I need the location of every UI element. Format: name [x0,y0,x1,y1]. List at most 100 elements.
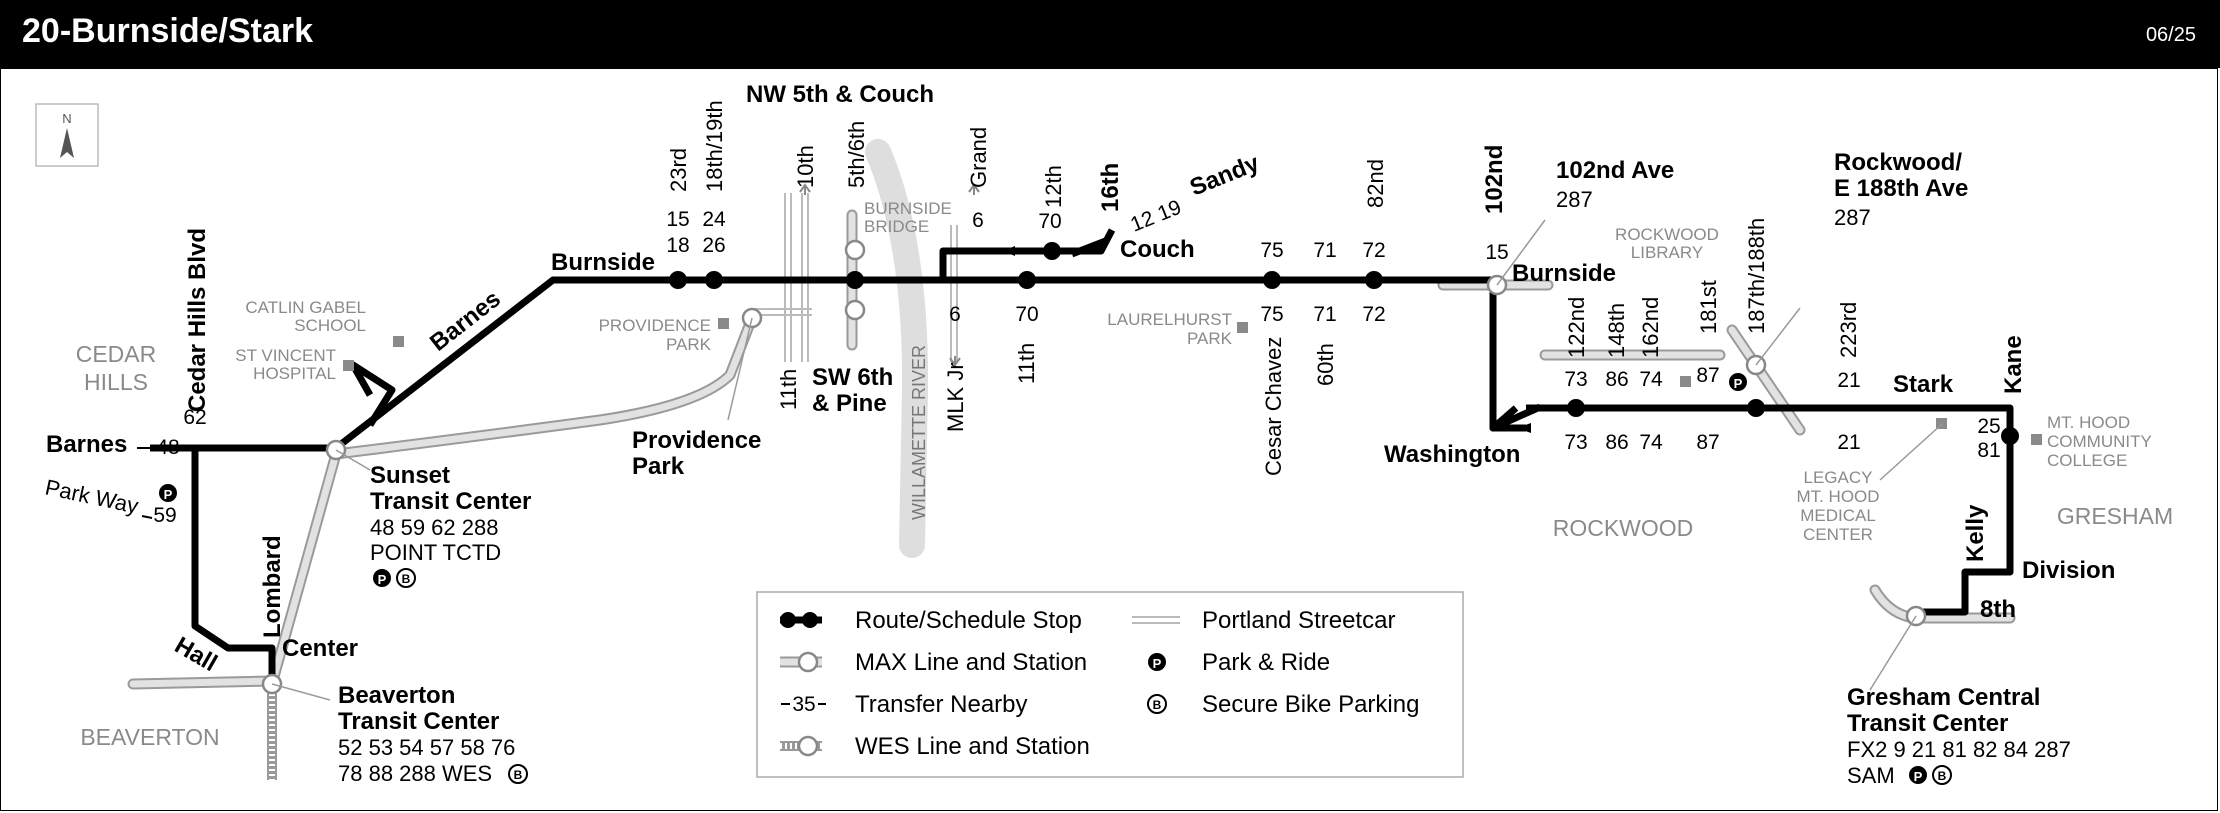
landmark-stvincent-1: ST VINCENT [235,346,336,365]
street-park-way: Park Way [43,474,141,518]
legend-max-icon [780,651,822,673]
bike-parking-icon: B [1932,765,1952,785]
transfer-87-south: 87 [1696,431,1719,454]
header-bar: 20-Burnside/Stark 06/25 [0,0,2220,68]
transfer-72-south: 72 [1362,303,1385,326]
place-rockwood-2: E 188th Ave [1834,175,1968,202]
tc-beaverton-routes-1: 52 53 54 57 58 76 [338,735,515,760]
place-102nd-routes: 287 [1556,187,1593,212]
area-rockwood: ROCKWOOD [1553,515,1694,541]
tc-sunset-2: Transit Center [370,488,531,515]
transfer-59: 59 [153,504,176,527]
street-102nd: 102nd [1481,145,1508,214]
map-frame [0,68,2218,811]
svg-text:B: B [402,572,411,586]
river-label: WILLAMETTE RIVER [909,345,929,520]
street-washington: Washington [1384,441,1520,468]
street-burnside-east: Burnside [1512,260,1616,287]
map-date: 06/25 [2145,24,2196,46]
street-10th: 10th [793,145,818,188]
transfer-74-south: 74 [1639,431,1663,454]
landmark-mhcc-3: COLLEGE [2047,451,2127,470]
street-cedar-hills-blvd: Cedar Hills Blvd [184,228,211,412]
bike-parking-icon: B [508,764,528,784]
place-providence-park-1: Providence [632,427,761,454]
landmark-legacy-2: MT. HOOD [1796,487,1879,506]
area-beaverton: BEAVERTON [80,724,219,750]
street-stark: Stark [1893,371,1954,398]
legend-max: MAX Line and Station [855,649,1087,676]
transfer-6-south: 6 [949,303,961,326]
transfer-87-north: 87 [1696,364,1719,387]
street-82nd: 82nd [1363,159,1388,208]
street-couch: Couch [1120,236,1195,263]
legend-streetcar-icon [1132,616,1180,624]
svg-text:B: B [514,768,523,782]
landmark-providence-1: PROVIDENCE [599,316,711,335]
place-sw6th-pine-2: & Pine [812,390,887,417]
transfer-86-south: 86 [1605,431,1628,454]
legend-route-stop-icon [780,612,822,628]
street-181st: 181st [1696,280,1721,334]
svg-text:35: 35 [792,693,815,716]
transfer-70-south: 70 [1015,303,1038,326]
transfer-25: 25 [1977,415,2000,438]
legend-wes: WES Line and Station [855,733,1090,760]
transfer-86-north: 86 [1605,368,1628,391]
tc-sunset-routes-2: POINT TCTD [370,540,501,565]
route-stops [669,242,2019,445]
transfer-71-south: 71 [1313,303,1336,326]
legend: Route/Schedule Stop MAX Line and Station… [756,591,1464,778]
park-ride-icon: P [159,484,177,502]
transfer-73-south: 73 [1564,431,1587,454]
landmark-providence-2: PARK [666,335,712,354]
landmark-bridge-1: BURNSIDE [864,199,952,218]
tc-gresham-routes-2: SAM [1847,763,1895,788]
transfer-62: 62 [183,406,206,429]
street-18th-19th: 18th/19th [702,100,727,192]
transfer-15-east: 15 [1485,241,1508,264]
svg-text:P: P [378,572,387,587]
place-102nd-ave: 102nd Ave [1556,157,1674,184]
tc-sunset-routes-1: 48 59 62 288 [370,515,498,540]
tc-sunset-1: Sunset [370,462,450,489]
transfer-81: 81 [1977,439,2000,462]
landmark-mhcc-1: MT. HOOD [2047,413,2130,432]
landmark-library-1: ROCKWOOD [1615,225,1719,244]
transfer-21-north: 21 [1837,369,1860,392]
tc-gresham-1: Gresham Central [1847,684,2040,711]
bike-parking-icon: B [396,568,416,588]
place-rockwood-routes: 287 [1834,205,1871,230]
legend-park-ride: Park & Ride [1202,649,1330,676]
transfer-48: 48 [156,436,179,459]
svg-text:P: P [164,487,173,502]
landmark-library-2: LIBRARY [1631,243,1703,262]
landmark-legacy-1: LEGACY [1804,468,1873,487]
svg-text:P: P [1734,376,1743,391]
north-arrow-icon: N [35,103,99,167]
landmark-laurelhurst-2: PARK [1187,329,1233,348]
place-rockwood-1: Rockwood/ [1834,149,1962,176]
landmark-catlin-1: CATLIN GABEL [245,298,366,317]
landmark-bridge-2: BRIDGE [864,217,929,236]
street-11th-east: 11th [1014,343,1039,384]
park-ride-icon: P [1909,766,1927,784]
transfer-12-19: 12 19 [1127,196,1184,237]
svg-text:B: B [1153,698,1162,712]
landmark-mhcc-2: COMMUNITY [2047,432,2152,451]
landmark-laurelhurst-1: LAURELHURST [1107,310,1232,329]
park-ride-icon: P [1729,373,1747,391]
legend-bike: Secure Bike Parking [1202,691,1419,718]
street-5th-6th: 5th/6th [844,121,869,188]
legend-route-stop: Route/Schedule Stop [855,607,1082,634]
landmark-stvincent-2: HOSPITAL [253,364,336,383]
transfer-6-north: 6 [972,209,984,232]
street-burnside-west: Burnside [551,249,655,276]
transfer-71-north: 71 [1313,239,1336,262]
legend-streetcar: Portland Streetcar [1202,607,1395,634]
street-lombard: Lombard [259,535,286,638]
area-gresham: GRESHAM [2057,503,2173,529]
landmark-legacy-4: CENTER [1803,525,1873,544]
tc-gresham-2: Transit Center [1847,710,2008,737]
